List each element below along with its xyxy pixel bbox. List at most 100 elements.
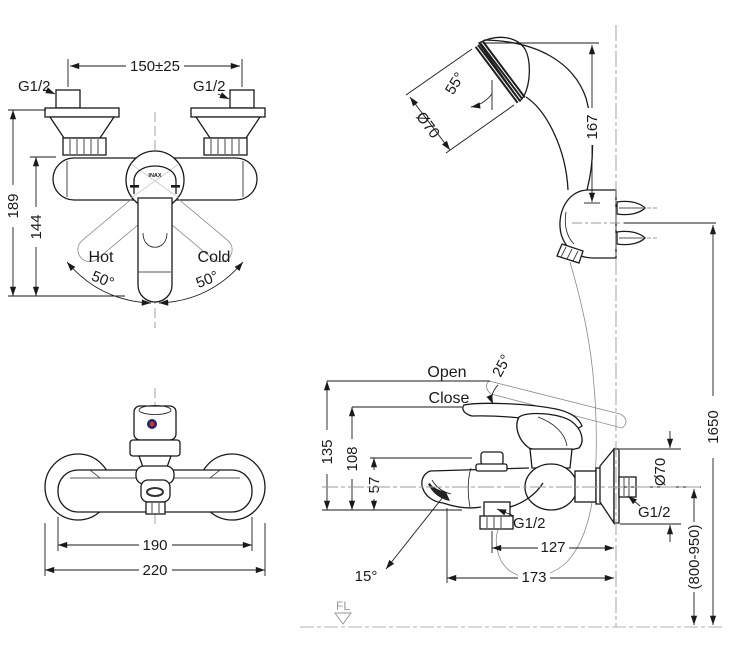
dim-install-height: (800-950) <box>686 524 703 589</box>
dim-spout-to-wall: 173 <box>521 569 546 586</box>
spout-end <box>140 479 171 503</box>
g12-outlet-label: G1/2 <box>513 515 546 532</box>
side-view: Open Close 25° 135 108 57 G1/2 127 173 1… <box>319 222 722 625</box>
dim-220-mask <box>139 562 172 578</box>
dim-173-mask <box>518 570 550 586</box>
dim-head-dia-line <box>409 96 451 151</box>
floor-level-triangle <box>334 612 352 625</box>
body-bar-step-right <box>209 469 221 479</box>
dim-135-mask <box>320 430 334 474</box>
knob-top-opening <box>138 405 172 415</box>
dim-head-dia-ext1 <box>405 48 473 96</box>
hose-nut-hatch <box>560 246 579 262</box>
angle-25-arc <box>486 384 499 405</box>
top-view: 190 220 <box>44 388 266 579</box>
cold-label: Cold <box>198 249 231 266</box>
spout-mouth <box>428 483 450 501</box>
open-label: Open <box>427 364 466 381</box>
dim-escutcheon-diameter: Ø70 <box>652 458 669 486</box>
cap-arch <box>133 165 177 194</box>
g12-left-label: G1/2 <box>18 78 51 95</box>
close-label: Close <box>429 390 470 407</box>
shower-handle-inner <box>525 96 569 191</box>
nut-right <box>203 137 248 156</box>
union-right <box>194 116 262 139</box>
indicator-dot <box>149 421 155 427</box>
dim-head-diameter: Ø70 <box>412 109 443 142</box>
body-bar-step-left <box>89 469 101 479</box>
dim-height-total: 189 <box>5 193 22 218</box>
dim-shower-height: 167 <box>584 114 601 139</box>
angle-lever-label: 25° <box>489 352 515 380</box>
nut-left <box>62 137 107 156</box>
inlet-left <box>55 89 81 109</box>
g12-outlet-leader <box>496 508 515 517</box>
shower-outlet <box>483 501 511 518</box>
dim-spout-height: 57 <box>366 477 383 494</box>
dim-total-height: 1650 <box>705 410 722 443</box>
dim-150-mask <box>126 58 184 73</box>
brand-logo: INAX <box>148 173 161 179</box>
escutcheon-face <box>613 448 620 524</box>
angle-hot-label: 50° <box>89 268 116 292</box>
lever-body-curve <box>537 416 568 447</box>
dim-127-mask <box>538 540 569 556</box>
spout-end-opening <box>146 487 164 497</box>
dim-800-mask <box>687 522 701 592</box>
dim-total-width: 220 <box>142 562 167 579</box>
swing-arc-right <box>158 261 244 306</box>
nut-knurl-lines <box>69 139 240 154</box>
spout-end-nut-lines <box>151 503 160 513</box>
angle-55-arc <box>470 93 493 109</box>
ghost-handle-right <box>156 193 233 263</box>
spout-end-nut <box>145 501 166 515</box>
floor-level-label: FL <box>336 599 350 613</box>
spout-inner-contour <box>467 467 472 508</box>
angle-cold-label: 50° <box>194 268 221 292</box>
dim-1650-mask <box>706 396 720 458</box>
shower-outlet-nut <box>479 515 514 530</box>
diverter-knob-brim <box>475 463 508 472</box>
outlet-nut-lines <box>486 517 502 528</box>
dim-189-mask <box>6 185 20 227</box>
bracket-inner-arc <box>564 211 575 245</box>
shower-face-hatch <box>474 40 526 104</box>
spout-mouth-arc <box>431 479 452 495</box>
g12-left-leader <box>45 87 56 95</box>
swing-arc-left <box>66 261 152 306</box>
g12-right-label: G1/2 <box>193 78 226 95</box>
handle <box>137 197 173 303</box>
dim-144-mask <box>29 207 43 247</box>
g12-wall-label: G1/2 <box>638 504 671 521</box>
dim-108-mask <box>345 439 359 479</box>
dim-outlet-to-wall: 127 <box>540 539 565 556</box>
handle-grip-curve <box>142 232 168 248</box>
cap-dash-right <box>171 185 180 188</box>
dim-close-height: 108 <box>344 446 361 471</box>
union-left <box>48 116 116 139</box>
knob-base <box>129 439 181 457</box>
dim-167-mask <box>585 108 599 145</box>
ghost-handle-left <box>77 193 154 263</box>
spout-bottom <box>442 502 482 509</box>
diverter-knob-cap <box>480 451 504 466</box>
wall-connector <box>574 470 597 503</box>
shower-hose-curve <box>495 261 597 578</box>
mount-plate-right <box>190 107 266 118</box>
g12-right-leader <box>217 92 230 100</box>
hand-shower-view: 55° Ø70 167 <box>405 36 657 264</box>
g12-wall-leader <box>627 495 641 507</box>
dim-head-dia-ext2 <box>445 104 515 154</box>
dim-190-mask <box>139 537 172 553</box>
spout-tip <box>421 470 444 504</box>
hot-label: Hot <box>89 249 114 266</box>
wall-bracket <box>559 189 617 259</box>
ghost-open-lever <box>486 380 627 429</box>
dim-57-mask <box>367 470 381 499</box>
escutcheon-cone <box>599 447 615 526</box>
angle-spout-label: 15° <box>355 568 378 585</box>
mount-plate-left <box>44 107 120 118</box>
dim-height-body: 144 <box>28 214 45 239</box>
